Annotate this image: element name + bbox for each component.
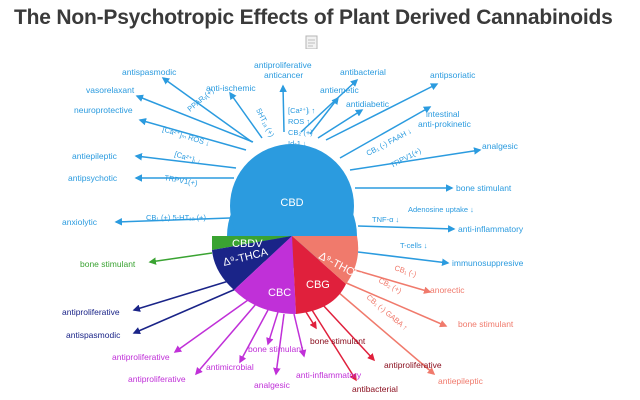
- effect-label: antimicrobial: [206, 362, 254, 372]
- arrow-thca: [132, 287, 239, 335]
- effect-label: bone stimulant: [248, 344, 304, 354]
- effect-label: bone stimulant: [80, 259, 136, 269]
- segment-label-cbc: CBC: [268, 287, 291, 299]
- mechanism-label: PPARᵧ(+): [186, 86, 216, 114]
- mechanism-label: [Ca²⁺]ₘ ROS ↓: [161, 124, 210, 148]
- arrow-cbc: [266, 311, 279, 346]
- document-icon: [305, 35, 318, 49]
- arrow-cbc: [273, 313, 285, 376]
- cannabinoid-wheel: [212, 144, 359, 314]
- effect-label: analgesic: [482, 141, 519, 151]
- arrow-cbd: [349, 147, 482, 171]
- effect-label: antiemetic: [320, 85, 359, 95]
- effect-label: antiepileptic: [438, 376, 484, 386]
- segment-label-cbdv: CBDV: [232, 238, 263, 250]
- arrow-thcv: [343, 281, 448, 328]
- arrow-cbd: [309, 96, 339, 135]
- effect-label: bone stimulant: [458, 319, 514, 329]
- arrow-cbc: [173, 299, 249, 353]
- arrow-cbd: [300, 78, 359, 133]
- mechanism-label: CB₁ (+) 5-HT₁ₐ (+): [146, 213, 206, 222]
- arrow-cbd: [279, 84, 287, 133]
- cannabinoid-effects-diagram: CBD CBDV Δ⁹-THCA CBC CBG Δ⁹-THCV antispa…: [62, 60, 524, 394]
- mechanism-label: TNF-α ↓: [372, 215, 399, 224]
- segment-label-cbd: CBD: [280, 197, 303, 209]
- arrow-cbd: [339, 106, 432, 159]
- arrow-cbc: [195, 303, 257, 376]
- arrow-cbg: [311, 309, 357, 382]
- effect-label: antispasmodic: [122, 67, 177, 77]
- arrow-cbd: [138, 118, 247, 151]
- mechanism-label: TRPV1(+): [164, 173, 199, 188]
- arrow-cbd: [161, 77, 253, 143]
- mechanism-label: CB₁ (-): [393, 263, 418, 279]
- mechanism-label: 5HT₁ₐ (+): [254, 107, 276, 139]
- effect-label: neuroprotective: [74, 105, 133, 115]
- arrow-cbd: [134, 152, 237, 169]
- effect-label: intestinal: [426, 109, 460, 119]
- effect-label: antiproliferative: [254, 60, 312, 70]
- segment-cbc: [234, 236, 296, 314]
- effect-label: anorectic: [430, 285, 465, 295]
- mechanism-label: CB₂ (+): [288, 128, 313, 137]
- mechanism-label: [Ca²⁺]ᵢ ↓: [173, 149, 202, 166]
- effect-label: immunosuppresive: [452, 258, 524, 268]
- arrow-cbc: [239, 309, 269, 364]
- effect-label: anxiolytic: [62, 217, 98, 227]
- effect-label: anti-ischemic: [206, 83, 256, 93]
- effect-label: antidiabetic: [346, 99, 390, 109]
- effect-label: anticancer: [264, 70, 303, 80]
- effect-label: antibacterial: [340, 67, 386, 77]
- arrow-thcv: [337, 291, 436, 375]
- effect-label: antispasmodic: [66, 330, 121, 340]
- effect-label: anti-inflammatory: [296, 370, 362, 380]
- arrow-cbd: [357, 251, 450, 266]
- effect-label: antiproliferative: [384, 360, 442, 370]
- arrow-cbc: [293, 313, 307, 358]
- segment-thca: [212, 236, 292, 290]
- effect-label: antibacterial: [352, 384, 398, 394]
- arrow-cbd: [317, 109, 364, 139]
- mechanism-label: Id-1 ↓: [288, 139, 307, 148]
- arrow-cbdv: [148, 252, 213, 265]
- effect-label: bone stimulant: [310, 336, 366, 346]
- arrow-thcv: [347, 267, 432, 294]
- mechanism-label: CB₁ (-) GABA ↑: [365, 293, 410, 333]
- segment-label-cbg: CBG: [306, 279, 330, 291]
- effect-arrows: [114, 77, 482, 382]
- mechanism-label: T-cells ↓: [400, 241, 428, 250]
- arrow-cbg: [305, 311, 317, 330]
- effect-label: anti-inflammatory: [458, 224, 524, 234]
- arrow-cbd: [135, 94, 254, 143]
- mechanism-label: Adenosine uptake ↓: [408, 205, 474, 214]
- effect-label: bone stimulant: [456, 183, 512, 193]
- arrow-cbg: [321, 303, 376, 362]
- effect-label: antiproliferative: [112, 352, 170, 362]
- mechanism-label: ROS ↑: [288, 117, 310, 126]
- header: The Non-Psychotropic Effects of Plant De…: [0, 0, 640, 36]
- arrow-cbd: [229, 91, 263, 139]
- effect-label: antipsychotic: [68, 173, 118, 183]
- mechanism-label: CB₂ (+): [377, 276, 404, 296]
- mechanism-label: TRPV1(+): [389, 146, 423, 170]
- arrow-thca: [132, 279, 233, 312]
- arrow-cbd: [357, 225, 456, 233]
- effect-label: vasorelaxant: [86, 85, 135, 95]
- arrow-cbd: [325, 83, 439, 141]
- segment-cbg: [292, 236, 346, 314]
- effect-labels: antispasmodic vasorelaxant anti-ischemic…: [62, 60, 524, 394]
- effect-label: antiproliferative: [128, 374, 186, 384]
- effect-label: antiproliferative: [62, 307, 120, 317]
- effect-label: anti-prokinetic: [418, 119, 472, 129]
- page-title: The Non-Psychotropic Effects of Plant De…: [14, 6, 613, 29]
- segment-thcv: [292, 236, 359, 284]
- mechanism-label: [Ca²⁺]ᵢ ↑: [288, 106, 315, 115]
- arrow-cbd: [114, 217, 231, 226]
- effect-label: analgesic: [254, 380, 291, 390]
- effect-label: antipsoriatic: [430, 70, 476, 80]
- effect-label: antiepileptic: [72, 151, 118, 161]
